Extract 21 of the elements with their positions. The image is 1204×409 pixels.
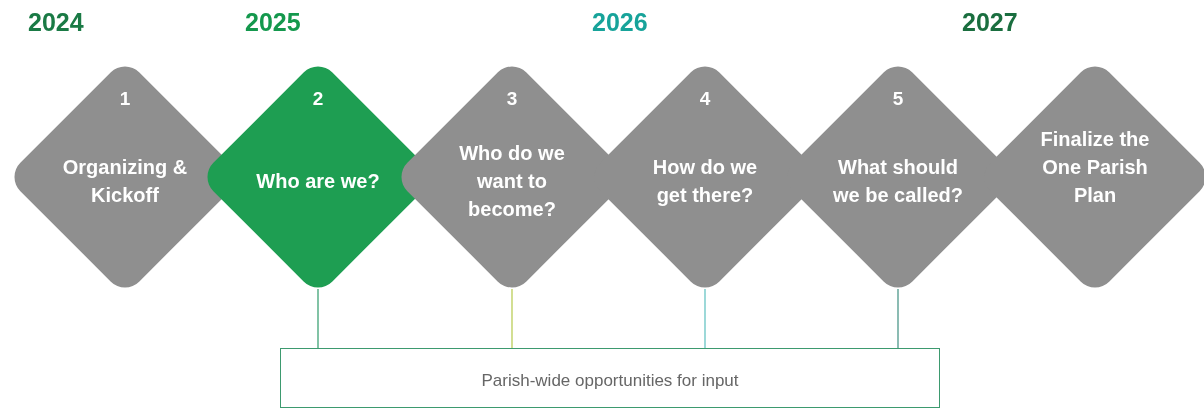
- step-label: Who do we want to become?: [458, 141, 566, 222]
- box-label: Parish-wide opportunities for input: [480, 371, 740, 391]
- connector-line: [511, 288, 513, 349]
- year-label: 2024: [28, 8, 84, 37]
- step-number: 5: [891, 88, 905, 110]
- step-number: 4: [698, 88, 712, 110]
- step-number: 2: [311, 88, 325, 110]
- step-label: How do we get there?: [651, 155, 759, 208]
- step-label: Organizing & Kickoff: [61, 155, 189, 208]
- connector-line: [704, 288, 706, 349]
- step-label: Finalize the One Parish Plan: [1039, 127, 1151, 208]
- step-number: 1: [118, 88, 132, 110]
- connector-line: [897, 288, 899, 349]
- year-label: 2025: [245, 8, 301, 37]
- input-box: [280, 348, 940, 408]
- step-label: What should we be called?: [831, 155, 965, 208]
- connector-line: [317, 288, 319, 349]
- year-label: 2026: [592, 8, 648, 37]
- step-number: 3: [505, 88, 519, 110]
- year-label: 2027: [962, 8, 1018, 37]
- step-label: Who are we?: [255, 169, 381, 194]
